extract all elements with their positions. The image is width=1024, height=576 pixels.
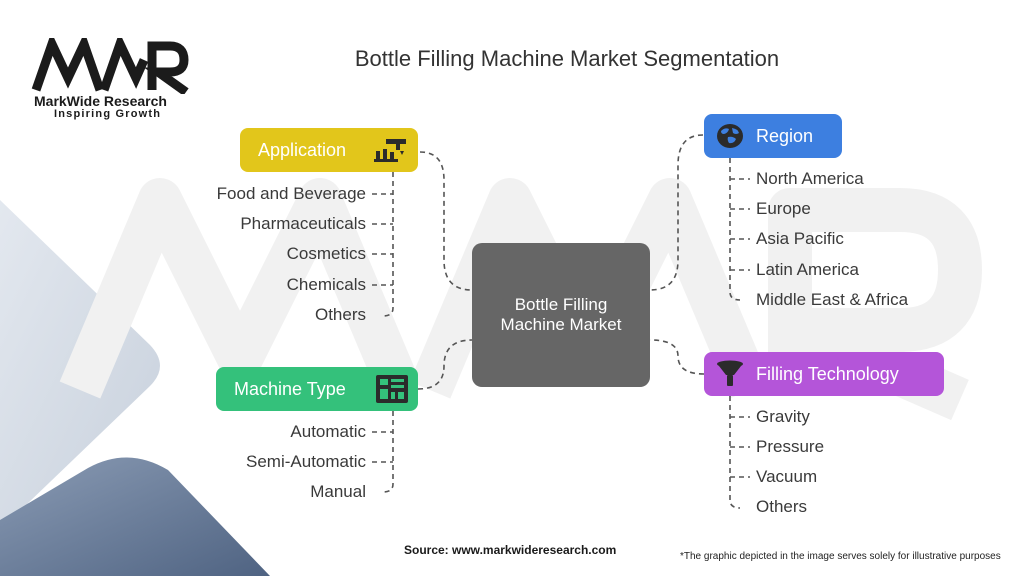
center-node: Bottle Filling Machine Market bbox=[472, 243, 650, 387]
category-machine-type-label: Machine Type bbox=[234, 378, 346, 399]
category-filling-technology-label: Filling Technology bbox=[756, 363, 899, 384]
logo-name: MarkWide Research bbox=[34, 93, 167, 109]
filling-technology-item-3: Vacuum bbox=[756, 467, 818, 486]
machine-type-item-3: Manual bbox=[310, 482, 366, 501]
application-item-4: Chemicals bbox=[286, 275, 366, 294]
category-region-label: Region bbox=[756, 125, 814, 146]
source-credit: Source: www.markwideresearch.com bbox=[404, 543, 617, 557]
region-item-3: Asia Pacific bbox=[756, 229, 844, 248]
dark-diamond-shape bbox=[0, 457, 270, 576]
application-item-2: Pharmaceuticals bbox=[240, 214, 366, 233]
application-item-1: Food and Beverage bbox=[216, 184, 366, 203]
region-item-1: North America bbox=[756, 169, 864, 188]
category-machine-type: Machine Type bbox=[216, 367, 418, 411]
diagram-title: Bottle Filling Machine Market Segmentati… bbox=[354, 46, 780, 71]
bottling-machine-icon bbox=[374, 137, 408, 163]
filling-technology-item-4: Others bbox=[756, 497, 808, 516]
filling-technology-item-1: Gravity bbox=[756, 407, 810, 426]
logo-mark-icon bbox=[31, 38, 189, 94]
globe-icon bbox=[716, 123, 744, 149]
application-item-5: Others bbox=[314, 305, 366, 324]
region-item-2: Europe bbox=[756, 199, 811, 218]
machine-type-item-2: Semi-Automatic bbox=[246, 452, 366, 471]
machine-type-item-1: Automatic bbox=[290, 422, 366, 441]
region-item-5: Middle East & Africa bbox=[756, 290, 909, 309]
logo-tagline: Inspiring Growth bbox=[54, 108, 162, 120]
disclaimer-note: *The graphic depicted in the image serve… bbox=[680, 551, 1001, 562]
filling-technology-item-2: Pressure bbox=[756, 437, 825, 456]
category-region: Region bbox=[704, 114, 842, 158]
region-item-4: Latin America bbox=[756, 260, 859, 279]
funnel-icon bbox=[716, 360, 744, 388]
category-filling-technology: Filling Technology bbox=[704, 352, 944, 396]
category-application-label: Application bbox=[258, 139, 347, 160]
category-application: Application bbox=[240, 128, 418, 172]
machine-panel-icon bbox=[376, 375, 408, 403]
application-item-3: Cosmetics bbox=[286, 244, 366, 263]
